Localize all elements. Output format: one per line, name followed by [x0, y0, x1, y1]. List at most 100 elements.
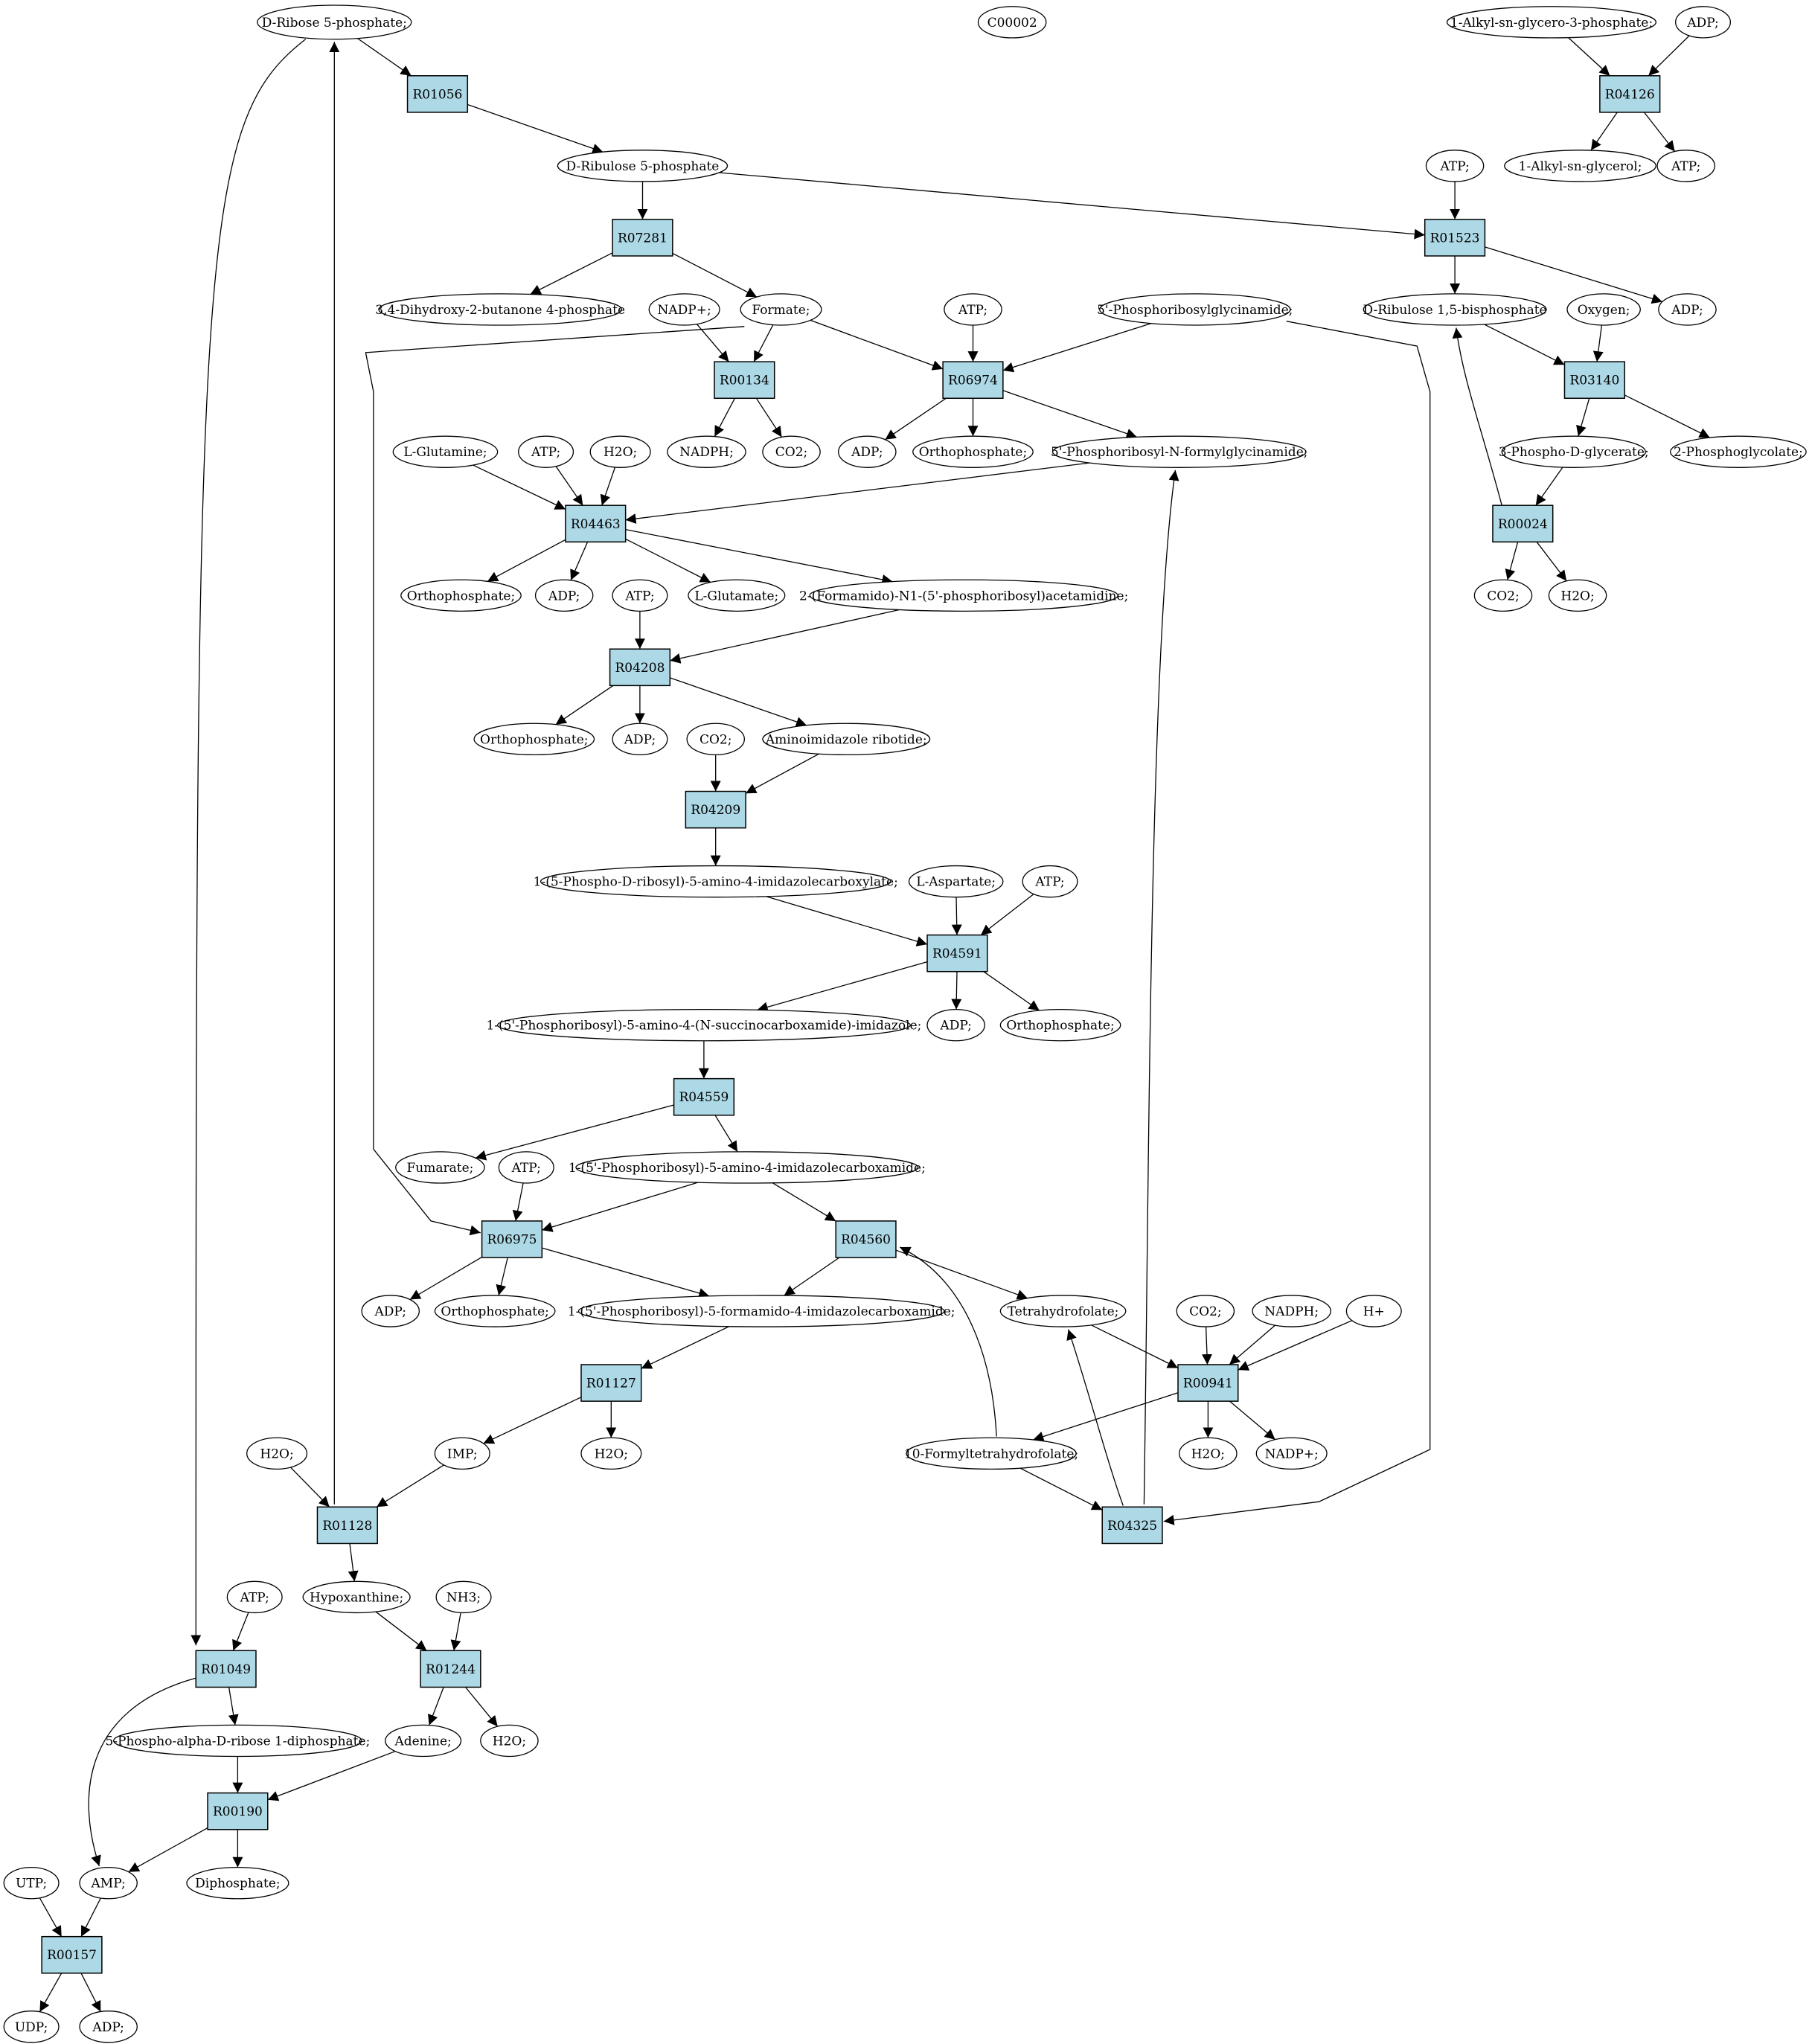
- reaction-node-R04560[interactable]: R04560: [835, 1220, 897, 1258]
- compound-node-nh3[interactable]: NH3;: [435, 1580, 492, 1614]
- compound-node-air[interactable]: Aminoimidazole ribotide;: [762, 723, 931, 756]
- compound-node-fumarate[interactable]: Fumarate;: [395, 1151, 485, 1184]
- compound-node-ribulose15bp[interactable]: D-Ribulose 1,5-bisphosphate: [1363, 293, 1547, 326]
- compound-node-hplus[interactable]: H+: [1345, 1295, 1402, 1327]
- reaction-node-R04463[interactable]: R04463: [565, 504, 627, 543]
- compound-node-h2o_r01127[interactable]: H2O;: [580, 1437, 642, 1470]
- reaction-node-R04208[interactable]: R04208: [609, 648, 671, 687]
- compound-node-h2o_r01244[interactable]: H2O;: [480, 1724, 539, 1758]
- compound-node-adp_r06974[interactable]: ADP;: [838, 435, 897, 468]
- compound-node-glutamate[interactable]: L-Glutamate;: [688, 579, 786, 612]
- reaction-node-R04591[interactable]: R04591: [926, 934, 988, 973]
- compound-node-utp[interactable]: UTP;: [3, 1866, 60, 1900]
- compound-node-adp_r04208[interactable]: ADP;: [612, 723, 668, 756]
- edge-R04591-to-adp_r04591: [951, 971, 962, 1010]
- compound-node-co2_r00134[interactable]: CO2;: [762, 435, 821, 468]
- compound-node-fthf[interactable]: 10-Formyltetrahydrofolate;: [904, 1437, 1078, 1470]
- reaction-node-R04559[interactable]: R04559: [673, 1077, 735, 1116]
- compound-node-cair[interactable]: 1-(5-Phospho-D-ribosyl)-5-amino-4-imidaz…: [534, 865, 898, 898]
- compound-node-fgam[interactable]: 2-(Formamido)-N1-(5'-phosphoribosyl)acet…: [799, 579, 1128, 612]
- reaction-node-R01523[interactable]: R01523: [1424, 219, 1486, 257]
- compound-ellipse: [434, 1295, 556, 1327]
- reaction-node-R01244[interactable]: R01244: [420, 1650, 481, 1688]
- compound-node-pglycolate[interactable]: 2-Phosphoglycolate;: [1669, 435, 1807, 468]
- compound-node-atp_r01523[interactable]: ATP;: [1425, 150, 1485, 182]
- compound-node-prpp[interactable]: 5-Phospho-alpha-D-ribose 1-diphosphate;: [105, 1724, 370, 1758]
- reaction-node-R07281[interactable]: R07281: [612, 219, 673, 257]
- compound-node-imp[interactable]: IMP;: [434, 1437, 490, 1470]
- compound-node-prgly[interactable]: 5'-Phosphoribosylglycinamide;: [1097, 293, 1293, 326]
- compound-node-formate[interactable]: Formate;: [740, 293, 822, 326]
- compound-node-pi_r04208[interactable]: Orthophosphate;: [473, 723, 595, 756]
- compound-node-nadp_r00941[interactable]: NADP+;: [1255, 1437, 1328, 1470]
- compound-node-h2o_r00941[interactable]: H2O;: [1179, 1437, 1238, 1470]
- compound-node-h2o_r00024[interactable]: H2O;: [1548, 579, 1607, 612]
- compound-node-hypoxanthine[interactable]: Hypoxanthine;: [302, 1580, 411, 1614]
- reaction-node-R06975[interactable]: R06975: [481, 1220, 543, 1258]
- compound-node-adp_r00157[interactable]: ADP;: [79, 2011, 138, 2043]
- reaction-node-R00190[interactable]: R00190: [207, 1792, 269, 1830]
- compound-node-adp_r06975[interactable]: ADP;: [361, 1295, 420, 1327]
- compound-node-alkylglycerol[interactable]: 1-Alkyl-sn-glycerol;: [1504, 150, 1656, 182]
- compound-node-adp_r04591[interactable]: ADP;: [926, 1008, 985, 1042]
- compound-node-atp_r04208[interactable]: ATP;: [612, 579, 668, 612]
- reaction-node-R03140[interactable]: R03140: [1563, 361, 1625, 400]
- compound-node-atp_r04126[interactable]: ATP;: [1656, 150, 1715, 182]
- reaction-node-R00941[interactable]: R00941: [1177, 1364, 1239, 1402]
- compound-node-aspartate[interactable]: L-Aspartate;: [908, 865, 1004, 898]
- compound-node-glutamine[interactable]: L-Glutamine;: [392, 435, 499, 468]
- compound-node-nadp_r00134[interactable]: NADP+;: [648, 293, 720, 326]
- compound-node-atp_r06974[interactable]: ATP;: [944, 293, 1002, 326]
- compound-node-c00002[interactable]: C00002: [977, 6, 1047, 39]
- compound-node-h2o_r01128[interactable]: H2O;: [246, 1437, 308, 1470]
- reaction-node-R00134[interactable]: R00134: [714, 361, 775, 400]
- compound-node-atp_r06975[interactable]: ATP;: [498, 1151, 554, 1184]
- reaction-node-R04325[interactable]: R04325: [1101, 1506, 1163, 1545]
- compound-node-fgar[interactable]: 5'-Phosphoribosyl-N-formylglycinamide;: [1051, 435, 1307, 468]
- compound-node-atp_r01049[interactable]: ATP;: [226, 1580, 283, 1614]
- compound-node-nadph_r00941[interactable]: NADPH;: [1252, 1295, 1331, 1327]
- compound-node-ribulose5p[interactable]: D-Ribulose 5-phosphate: [557, 150, 729, 182]
- reaction-node-R01127[interactable]: R01127: [580, 1364, 642, 1402]
- compound-node-co2_r00024[interactable]: CO2;: [1473, 579, 1533, 612]
- reaction-box: [1177, 1364, 1239, 1402]
- compound-node-saicar[interactable]: 1-(5'-Phosphoribosyl)-5-amino-4-(N-succi…: [486, 1008, 921, 1042]
- compound-node-pi_r04591[interactable]: Orthophosphate;: [999, 1008, 1121, 1042]
- compound-node-adenine[interactable]: Adenine;: [385, 1724, 462, 1758]
- compound-node-atp_r04463[interactable]: ATP;: [518, 435, 574, 468]
- compound-node-pi_r06975[interactable]: Orthophosphate;: [434, 1295, 556, 1327]
- compound-node-pi_r04463[interactable]: Orthophosphate;: [400, 579, 522, 612]
- compound-node-atp_r04591[interactable]: ATP;: [1022, 865, 1078, 898]
- compound-ellipse: [392, 435, 499, 468]
- reaction-node-R04126[interactable]: R04126: [1599, 75, 1661, 113]
- compound-node-thf[interactable]: Tetrahydrofolate;: [999, 1295, 1127, 1327]
- compound-node-pga3[interactable]: 3-Phospho-D-glycerate;: [1499, 435, 1649, 468]
- compound-node-diphosphate[interactable]: Diphosphate;: [186, 1866, 289, 1900]
- compound-node-ribose5p[interactable]: D-Ribose 5-phosphate;: [257, 4, 412, 40]
- reaction-node-R00024[interactable]: R00024: [1492, 504, 1554, 543]
- reaction-node-R04209[interactable]: R04209: [685, 790, 746, 829]
- edge-R06974-to-fgar: [1002, 390, 1138, 439]
- compound-node-nadph_r00134[interactable]: NADPH;: [667, 435, 746, 468]
- compound-node-co2_r04209[interactable]: CO2;: [686, 723, 746, 756]
- reaction-node-R06974[interactable]: R06974: [942, 361, 1004, 400]
- reaction-node-R01128[interactable]: R01128: [316, 1506, 378, 1545]
- compound-node-faicar[interactable]: 1-(5'-Phosphoribosyl)-5-formamido-4-imid…: [568, 1295, 955, 1327]
- compound-ellipse: [246, 1437, 308, 1470]
- compound-node-aicar[interactable]: 1-(5'-Phosphoribosyl)-5-amino-4-imidazol…: [569, 1151, 926, 1184]
- compound-node-adp_r01523[interactable]: ADP;: [1658, 293, 1717, 326]
- compound-node-amp[interactable]: AMP;: [79, 1866, 138, 1900]
- compound-node-udp[interactable]: UDP;: [3, 2011, 60, 2043]
- reaction-node-R01049[interactable]: R01049: [195, 1650, 257, 1688]
- compound-node-co2_r00941[interactable]: CO2;: [1176, 1295, 1235, 1327]
- compound-node-pi_r06974[interactable]: Orthophosphate;: [912, 435, 1034, 468]
- compound-node-dhb4p[interactable]: 3,4-Dihydroxy-2-butanone 4-phosphate: [375, 293, 625, 326]
- compound-node-adp_r04126[interactable]: ADP;: [1675, 6, 1732, 39]
- compound-node-oxygen[interactable]: Oxygen;: [1566, 293, 1641, 326]
- node-label: R04325: [1107, 1519, 1157, 1534]
- compound-node-h2o_r04463[interactable]: H2O;: [589, 435, 651, 468]
- reaction-node-R00157[interactable]: R00157: [41, 1935, 103, 1974]
- compound-node-alkylg3p[interactable]: 1-Alkyl-sn-glycero-3-phosphate;: [1446, 6, 1656, 39]
- reaction-node-R01056[interactable]: R01056: [406, 75, 469, 113]
- compound-node-adp_r04463[interactable]: ADP;: [534, 579, 594, 612]
